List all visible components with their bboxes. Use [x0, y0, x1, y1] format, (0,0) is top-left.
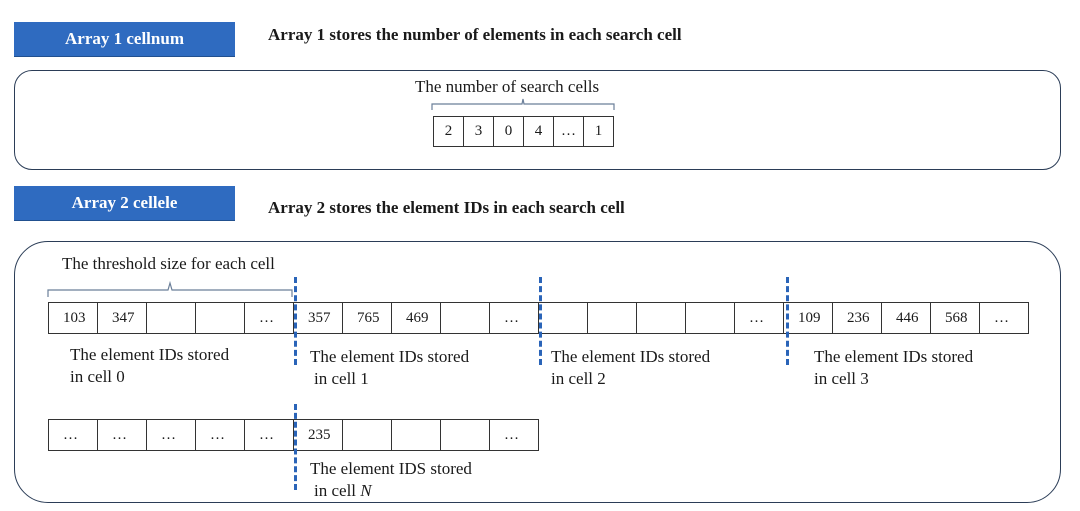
row1-cell-16: 236: [832, 302, 882, 334]
caption-cell3-line2: in cell 3: [814, 369, 869, 388]
row1-cell-0: 103: [48, 302, 98, 334]
array2-tag: Array 2 cellele: [14, 186, 235, 220]
caption-celln-italic: N: [360, 481, 372, 500]
array1-cell-5: 1: [583, 116, 614, 147]
caption-cell1-line1: The element IDs stored: [310, 347, 470, 366]
cell-divider-3: [786, 277, 789, 365]
cell-divider-n: [294, 404, 297, 490]
array2-panel: [14, 241, 1061, 503]
array1-cell-1: 3: [463, 116, 494, 147]
caption-cell1: The element IDs stored in cell 1: [310, 346, 469, 390]
row2-cell-5: 235: [293, 419, 343, 451]
row1-cell-3: [195, 302, 245, 334]
row1-cell-11: [587, 302, 637, 334]
array2-row2-cells: ……………235…: [48, 419, 539, 451]
row1-cell-10: [538, 302, 588, 334]
row2-cell-6: [342, 419, 392, 451]
caption-celln: The element IDS stored in cell N: [310, 458, 472, 502]
row1-cell-5: 357: [293, 302, 343, 334]
array1-brace: [431, 98, 615, 110]
caption-cell3: The element IDs stored in cell 3: [814, 346, 973, 390]
array1-cell-0: 2: [433, 116, 464, 147]
row2-cell-9: …: [489, 419, 539, 451]
row1-cell-13: [685, 302, 735, 334]
array1-cell-4: …: [553, 116, 584, 147]
cell-divider-1: [294, 277, 297, 365]
caption-cell0-line1: The element IDs stored: [70, 345, 230, 364]
caption-celln-line2: in cell N: [310, 480, 472, 502]
caption-cell3-line1: The element IDs stored: [814, 347, 974, 366]
caption-cell0: The element IDs stored in cell 0: [70, 344, 229, 388]
caption-celln-prefix: in cell: [314, 481, 361, 500]
cell-divider-2: [539, 277, 542, 365]
row2-cell-4: …: [244, 419, 294, 451]
row2-cell-7: [391, 419, 441, 451]
row1-cell-6: 765: [342, 302, 392, 334]
row2-cell-1: …: [97, 419, 147, 451]
row1-cell-19: …: [979, 302, 1029, 334]
row2-cell-8: [440, 419, 490, 451]
row1-cell-15: 109: [783, 302, 833, 334]
array1-panel: [14, 70, 1061, 170]
array1-tag: Array 1 cellnum: [14, 22, 235, 56]
array2-description: Array 2 stores the element IDs in each s…: [268, 198, 625, 217]
array1-brace-label: The number of search cells: [415, 77, 600, 96]
row1-cell-14: …: [734, 302, 784, 334]
caption-cell0-line2: in cell 0: [70, 367, 125, 386]
row1-cell-17: 446: [881, 302, 931, 334]
caption-cell2-line2: in cell 2: [551, 369, 606, 388]
row1-cell-4: …: [244, 302, 294, 334]
caption-cell2: The element IDs stored in cell 2: [551, 346, 710, 390]
row1-cell-18: 568: [930, 302, 980, 334]
array1-cell-3: 4: [523, 116, 554, 147]
row1-cell-7: 469: [391, 302, 441, 334]
row1-cell-1: 347: [97, 302, 147, 334]
threshold-brace: [47, 280, 293, 297]
row1-cell-12: [636, 302, 686, 334]
row1-cell-8: [440, 302, 490, 334]
caption-cell1-line2: in cell 1: [314, 369, 369, 388]
caption-celln-line1: The element IDS stored: [310, 459, 472, 478]
row2-cell-0: …: [48, 419, 98, 451]
array1-cell-2: 0: [493, 116, 524, 147]
array1-description: Array 1 stores the number of elements in…: [268, 25, 682, 44]
threshold-label: The threshold size for each cell: [62, 254, 275, 273]
row2-cell-3: …: [195, 419, 245, 451]
row1-cell-9: …: [489, 302, 539, 334]
caption-cell2-line1: The element IDs stored: [551, 347, 711, 366]
row1-cell-2: [146, 302, 196, 334]
row2-cell-2: …: [146, 419, 196, 451]
